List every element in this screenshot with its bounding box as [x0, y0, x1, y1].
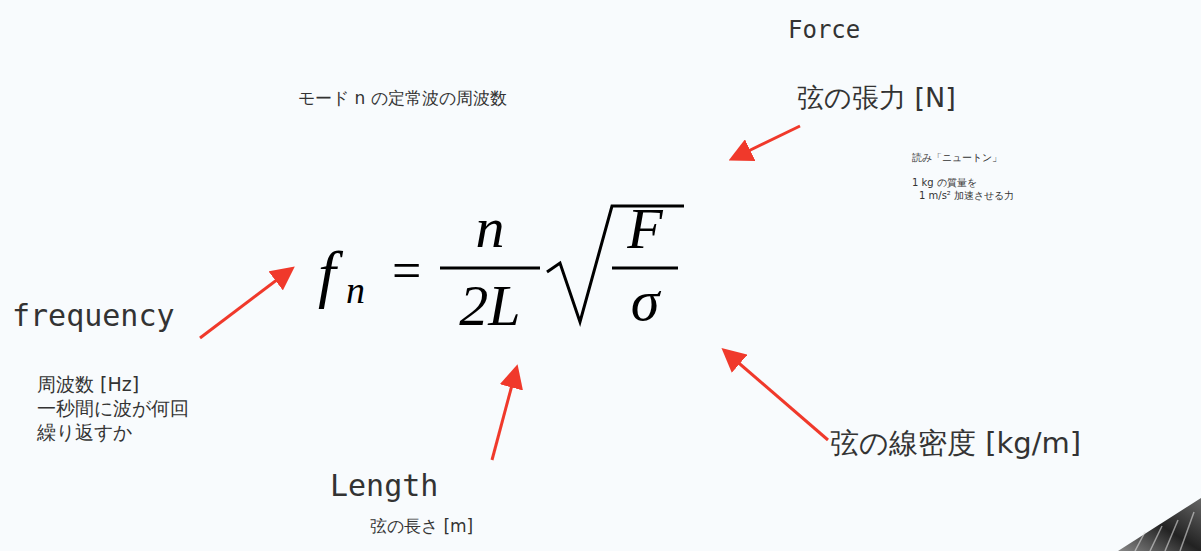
- small-note: 1 m/s² 加速させる力: [919, 190, 1014, 202]
- leader-arrow: [200, 270, 290, 338]
- quantity-label: 弦の線密度 [kg/m]: [830, 426, 1081, 461]
- leader-arrow: [734, 126, 800, 158]
- rope-picture: [1118, 498, 1201, 551]
- term-name: Force: [788, 16, 860, 45]
- rope-strands: [1135, 512, 1194, 551]
- formula-operator: =: [392, 240, 421, 302]
- rope-strand: [1180, 512, 1194, 551]
- rope-strand: [1165, 520, 1178, 551]
- formula-symbol: f: [318, 236, 336, 313]
- root-sign: [547, 206, 684, 322]
- rope-strand: [1150, 526, 1162, 551]
- term-name: Length: [330, 468, 438, 504]
- formula-symbol: n: [476, 193, 505, 263]
- formula-symbol: F: [627, 194, 662, 264]
- description: 周波数 [Hz] 一秒間に波が何回 繰り返すか: [37, 372, 200, 444]
- formula-symbol: σ: [631, 266, 660, 336]
- formula-subscript: n: [346, 268, 365, 314]
- formula-symbol: 2L: [459, 271, 520, 341]
- heading-note: モード n の定常波の周波数: [298, 88, 507, 108]
- quantity-label: 弦の長さ [m]: [370, 516, 473, 536]
- leader-arrow: [492, 370, 516, 460]
- small-note: 読み「ニュートン」: [912, 152, 1002, 164]
- leader-arrow: [726, 352, 828, 440]
- fraction-bar: [440, 267, 540, 270]
- small-note: 1 kg の質量を: [912, 177, 977, 189]
- quantity-label: 弦の張力 [N]: [797, 82, 956, 114]
- term-name: frequency: [12, 298, 175, 334]
- rope-strand: [1135, 532, 1145, 551]
